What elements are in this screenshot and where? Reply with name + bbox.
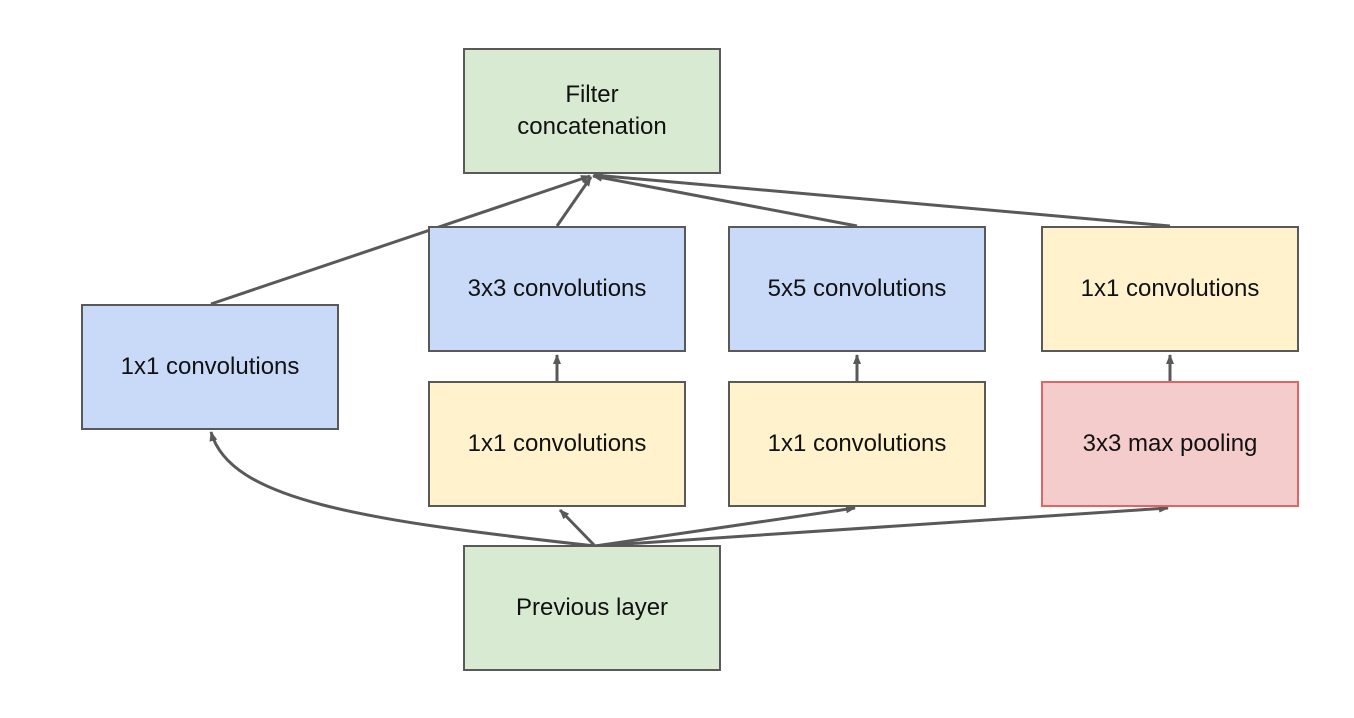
conv1x1-right-top-label: 1x1 convolutions	[1080, 275, 1260, 302]
conv1x1-mid-a-label: 1x1 convolutions	[467, 430, 647, 457]
conv5x5-node: 5x5 convolutions	[728, 226, 986, 352]
conv1x1-mid-a-node: 1x1 convolutions	[428, 381, 686, 507]
filter-concatenation-node: Filter concatenation	[463, 48, 721, 174]
edge-prev-to-maxpool	[594, 504, 1169, 548]
conv1x1-mid-b-node: 1x1 convolutions	[728, 381, 986, 507]
previous-layer-label: Previous layer	[515, 594, 669, 621]
edge-conv1x1-left-to-filter-concat	[210, 174, 591, 306]
edge-conv3x3-to-filter-concat	[555, 176, 593, 227]
conv3x3-node: 3x3 convolutions	[428, 226, 686, 352]
filter-concatenation-line1: Filter	[565, 81, 619, 108]
conv1x1-left-label: 1x1 convolutions	[120, 353, 300, 380]
conv3x3-label: 3x3 convolutions	[467, 275, 647, 302]
edge-conv1x1-right-top-to-filter-concat	[593, 171, 1171, 228]
edge-conv5x5-to-filter-concat	[592, 173, 858, 228]
conv1x1-mid-b-label: 1x1 convolutions	[767, 430, 947, 457]
edge-prev-to-conv1x1-mid-b	[594, 505, 856, 548]
conv5x5-label: 5x5 convolutions	[767, 275, 947, 302]
conv1x1-right-top-node: 1x1 convolutions	[1041, 226, 1299, 352]
edge-prev-to-conv1x1-mid-a	[558, 508, 597, 548]
filter-concatenation-line2: concatenation	[517, 113, 667, 140]
edge-prev-to-conv1x1-left	[209, 431, 596, 548]
max-pooling-label: 3x3 max pooling	[1082, 430, 1258, 457]
conv1x1-left-node: 1x1 convolutions	[81, 304, 339, 430]
max-pooling-node: 3x3 max pooling	[1041, 381, 1299, 507]
previous-layer-node: Previous layer	[463, 545, 721, 671]
